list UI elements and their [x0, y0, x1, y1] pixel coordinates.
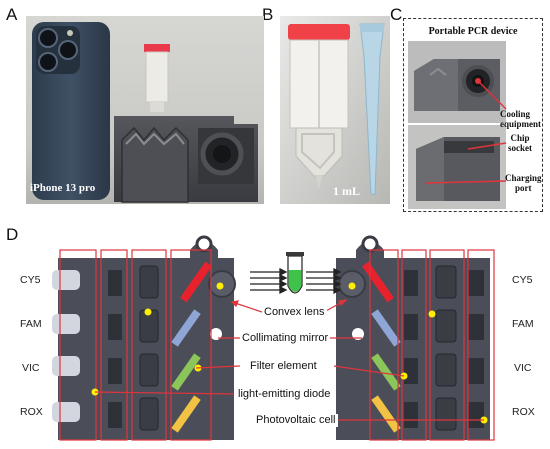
- right-channel-vic: VIC: [514, 362, 532, 374]
- panel-a-photo: iPhone 13 pro: [26, 16, 264, 204]
- charging-label-line2: port: [515, 183, 532, 193]
- annotation-collimating-mirror: Collimating mirror: [240, 332, 331, 345]
- charging-label: Charging port: [505, 173, 542, 193]
- left-housing: [52, 235, 236, 441]
- right-channel-fam: FAM: [512, 318, 534, 330]
- panel-c-title: Portable PCR device: [428, 26, 518, 37]
- panel-c-leaders: [425, 78, 507, 184]
- device-photo-bottom: [408, 125, 506, 209]
- annotation-convex-lens: Convex lens: [262, 306, 327, 319]
- panel-d-diagram: CY5 FAM VIC ROX CY5 FAM VIC ROX Convex l…: [0, 226, 550, 449]
- volume-label: 1 mL: [333, 184, 360, 198]
- left-channel-fam: FAM: [20, 318, 42, 330]
- panel-letter-c: C: [390, 5, 403, 24]
- socket-label-line2: socket: [508, 143, 532, 153]
- cooling-label-line1: Cooling: [500, 109, 531, 119]
- left-channel-cy5: CY5: [20, 274, 41, 286]
- right-channel-rox: ROX: [512, 406, 535, 418]
- phone-image: [32, 22, 110, 200]
- pcr-tube-image: [144, 44, 170, 112]
- left-channel-rox: ROX: [20, 406, 43, 418]
- green-tube-icon: [286, 252, 304, 294]
- optical-module-drawing: [52, 235, 495, 441]
- panel-letter-d: D: [6, 225, 19, 244]
- left-channel-vic: VIC: [22, 362, 40, 374]
- panel-letter-b: B: [262, 5, 274, 24]
- reaction-tube-image: [288, 24, 350, 190]
- socket-label-line1: Chip: [510, 133, 530, 143]
- center-arrows: [250, 267, 342, 295]
- pcr-device-image: [114, 116, 258, 203]
- annotation-leaders: [94, 299, 484, 421]
- cooling-label-line2: equipment: [500, 119, 542, 129]
- panel-b-photo: 1 mL: [280, 16, 390, 204]
- socket-label: Chip socket: [508, 133, 532, 153]
- left-port-tubes: [52, 270, 80, 422]
- phone-label: iPhone 13 pro: [30, 182, 96, 194]
- pipette-tip-image: [359, 23, 385, 195]
- annotation-led: light-emitting diode: [236, 388, 333, 401]
- annotation-photovoltaic: Photovoltaic cell: [254, 414, 338, 427]
- right-channel-cy5: CY5: [512, 274, 533, 286]
- panel-c-frame: Portable PCR device Cooling equipment Ch…: [403, 18, 543, 212]
- panel-letter-a: A: [6, 5, 18, 24]
- cooling-label: Cooling equipment: [500, 109, 541, 129]
- device-photo-top: [408, 41, 506, 123]
- right-housing: [336, 235, 495, 441]
- annotation-filter-element: Filter element: [248, 360, 319, 373]
- charging-label-line1: Charging: [505, 173, 542, 183]
